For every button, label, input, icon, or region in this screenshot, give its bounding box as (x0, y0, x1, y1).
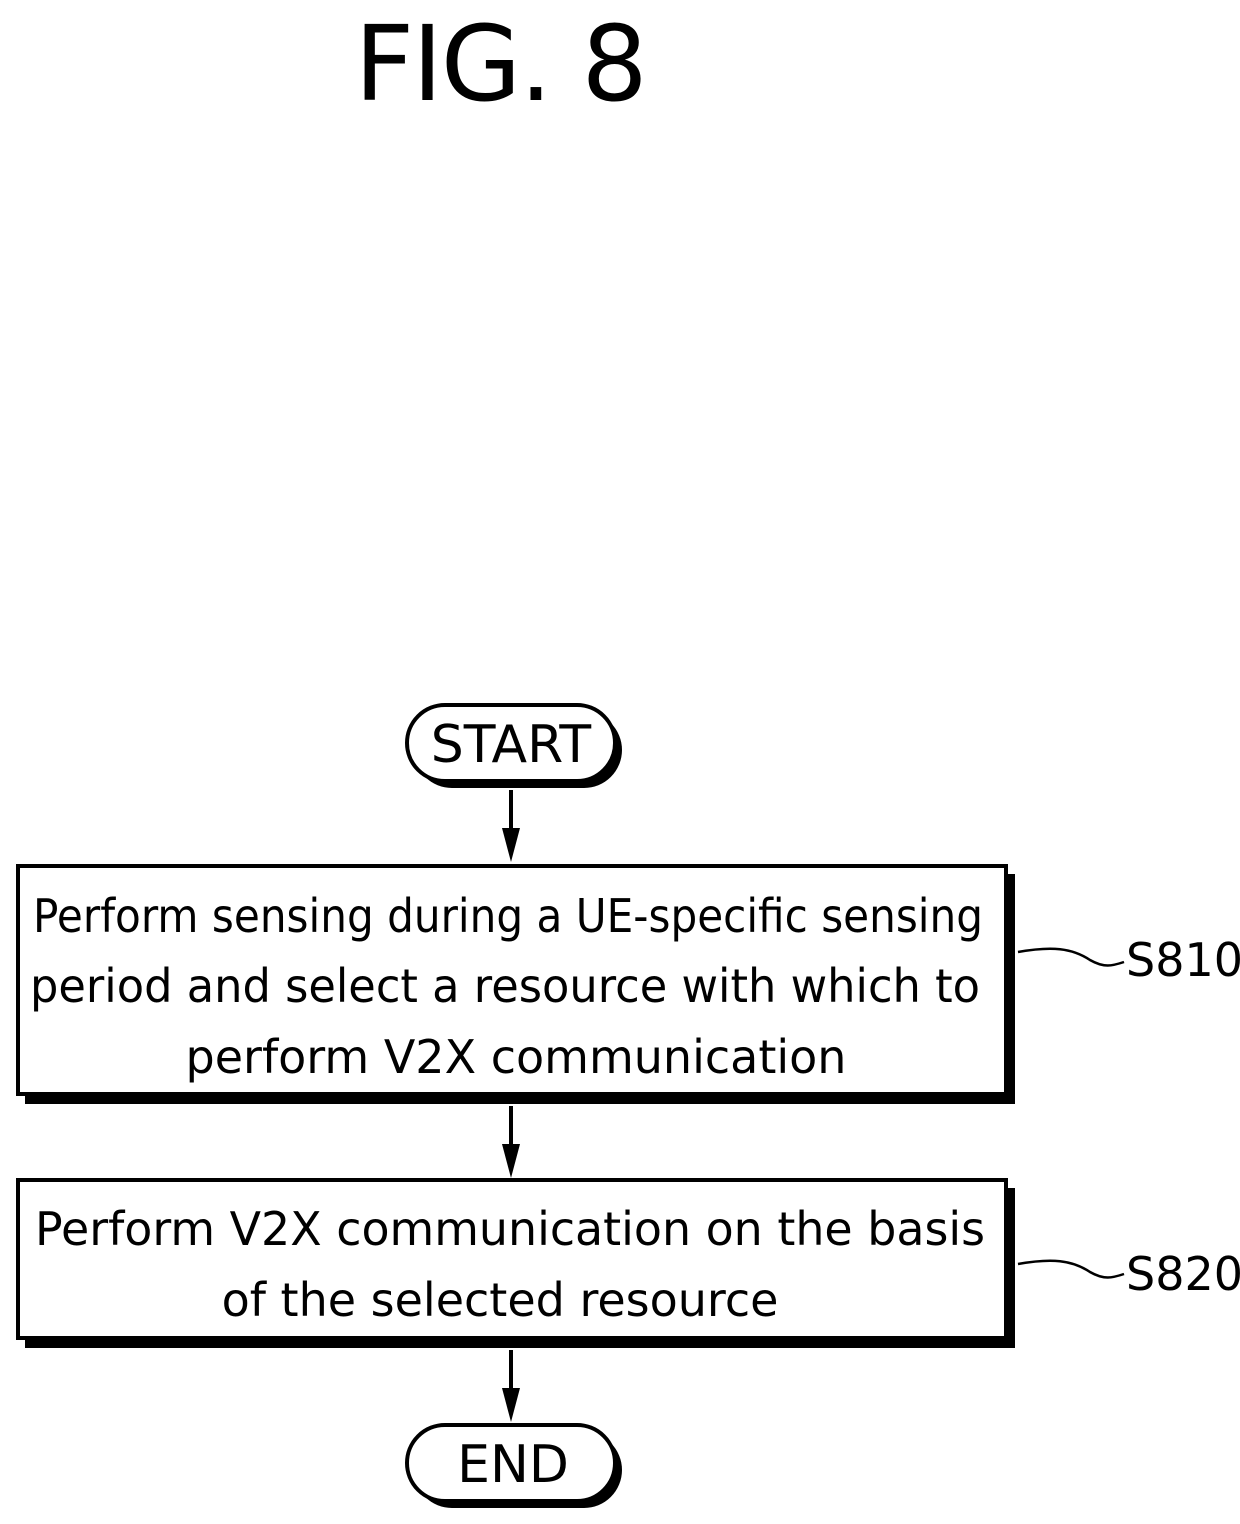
ref-label-s820: S820 (1126, 1247, 1240, 1301)
arrowhead-icon (502, 828, 520, 862)
step-s820-line-2: of the selected resource (222, 1273, 779, 1327)
start-label: START (431, 715, 592, 775)
start-terminal: START (407, 705, 622, 788)
step-s810-line-1: Perform sensing during a UE-specific sen… (33, 889, 983, 943)
arrowhead-icon (502, 1388, 520, 1422)
end-label: END (457, 1435, 569, 1495)
arrow-s820-to-end (502, 1350, 520, 1422)
ref-leader-s820 (1018, 1261, 1124, 1278)
step-s810-line-3: perform V2X communication (186, 1030, 847, 1084)
step-s820-line-1: Perform V2X communication on the basis (35, 1202, 985, 1256)
arrow-s810-to-s820 (502, 1106, 520, 1178)
ref-leader-s810 (1018, 949, 1124, 966)
end-terminal: END (407, 1425, 622, 1508)
arrow-start-to-s810 (502, 790, 520, 862)
arrowhead-icon (502, 1144, 520, 1178)
step-s810-line-2: period and select a resource with which … (30, 959, 980, 1013)
step-box-s810: Perform sensing during a UE-specific sen… (18, 866, 1015, 1104)
step-box-s820: Perform V2X communication on the basis o… (18, 1180, 1015, 1348)
ref-label-s810: S810 (1126, 933, 1240, 987)
